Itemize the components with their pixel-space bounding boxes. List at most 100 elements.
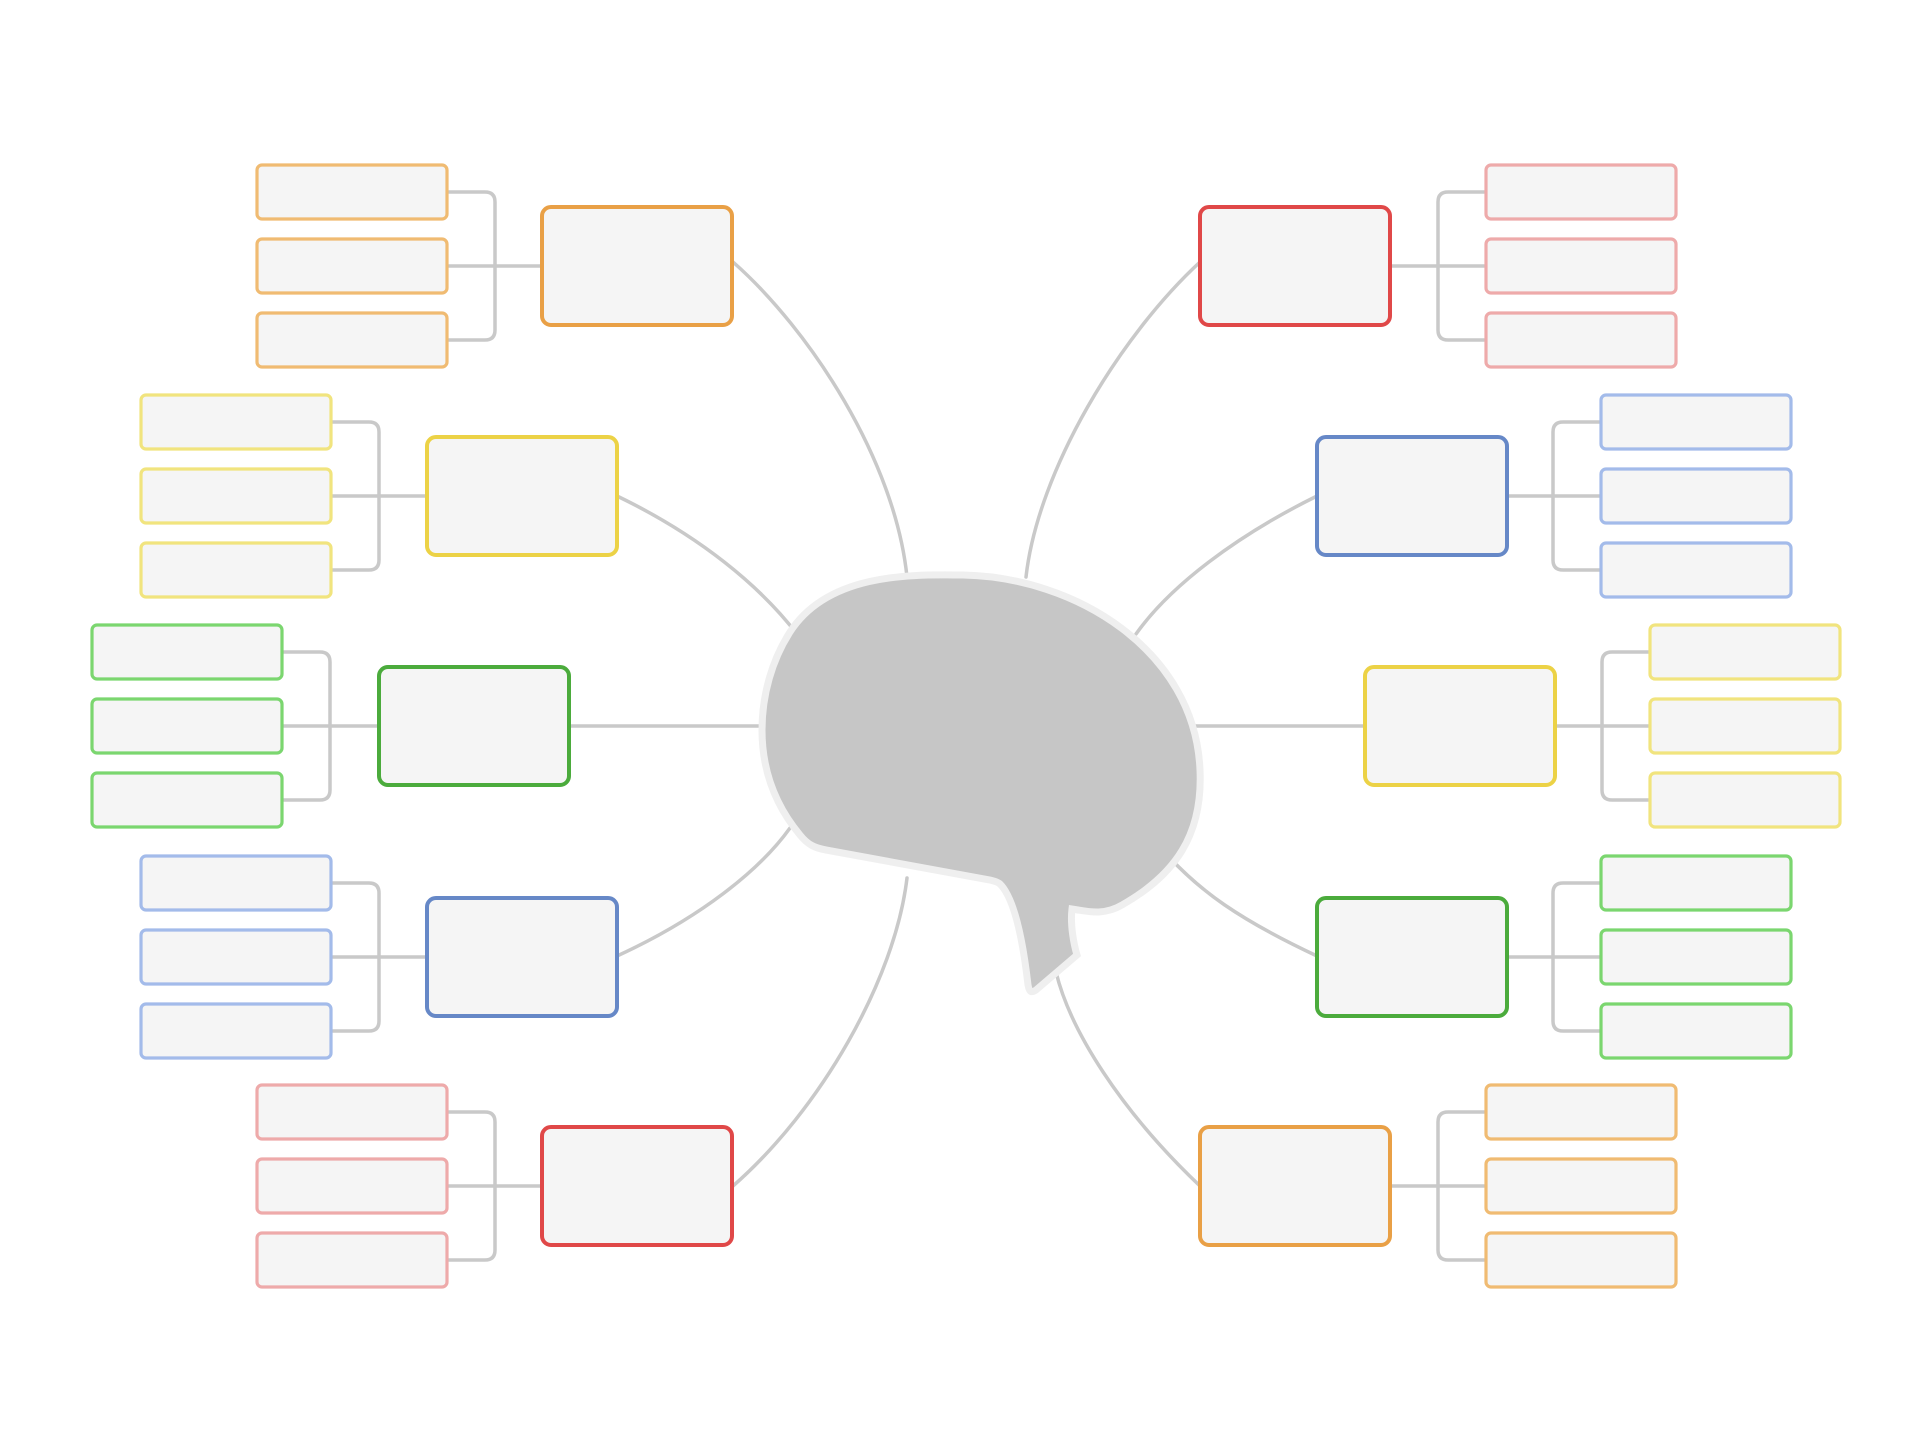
subtopic-node-top-right-3[interactable] <box>1484 311 1678 369</box>
branch-connector-bottom-right <box>1054 970 1202 1188</box>
branch-connector-bottom-left <box>731 876 909 1188</box>
subtopic-node-upper-left-1[interactable] <box>139 393 333 451</box>
subtopic-node-bottom-right-1[interactable] <box>1484 1083 1678 1141</box>
subtopic-node-bottom-left-3[interactable] <box>255 1231 449 1289</box>
subtopic-node-bottom-right-2[interactable] <box>1484 1157 1678 1215</box>
branch-connector-upper-left <box>615 494 799 636</box>
subtopic-node-lower-left-2[interactable] <box>139 928 333 986</box>
subtopic-box[interactable] <box>139 1002 333 1060</box>
subtopic-node-lower-left-1[interactable] <box>139 854 333 912</box>
topic-box[interactable] <box>377 665 571 787</box>
subtopic-box[interactable] <box>1599 854 1793 912</box>
subtopic-node-upper-left-3[interactable] <box>139 541 333 599</box>
topic-box[interactable] <box>1315 896 1509 1018</box>
subtopic-bracket-lower-right <box>1505 881 1603 1033</box>
subtopic-node-upper-right-1[interactable] <box>1599 393 1793 451</box>
topic-box[interactable] <box>1198 205 1392 327</box>
subtopic-box[interactable] <box>1599 928 1793 986</box>
topic-node-bottom-right[interactable] <box>1198 1125 1392 1247</box>
subtopic-box[interactable] <box>1648 697 1842 755</box>
topic-box[interactable] <box>540 1125 734 1247</box>
subtopic-box[interactable] <box>139 393 333 451</box>
topic-node-middle-right[interactable] <box>1363 665 1557 787</box>
subtopic-bracket-bottom-right <box>1388 1110 1488 1262</box>
subtopic-box[interactable] <box>255 311 449 369</box>
subtopic-node-bottom-left-1[interactable] <box>255 1083 449 1141</box>
subtopic-box[interactable] <box>90 697 284 755</box>
topic-box[interactable] <box>425 896 619 1018</box>
subtopic-box[interactable] <box>1484 163 1678 221</box>
subtopic-node-top-left-2[interactable] <box>255 237 449 295</box>
subtopic-node-upper-right-2[interactable] <box>1599 467 1793 525</box>
subtopic-box[interactable] <box>255 1083 449 1141</box>
topic-box[interactable] <box>1198 1125 1392 1247</box>
subtopic-node-top-right-2[interactable] <box>1484 237 1678 295</box>
subtopic-box[interactable] <box>1599 541 1793 599</box>
subtopic-box[interactable] <box>1599 1002 1793 1060</box>
subtopic-box[interactable] <box>1599 393 1793 451</box>
subtopic-node-top-right-1[interactable] <box>1484 163 1678 221</box>
subtopic-node-lower-right-2[interactable] <box>1599 928 1793 986</box>
subtopic-node-lower-left-3[interactable] <box>139 1002 333 1060</box>
subtopic-box[interactable] <box>139 928 333 986</box>
topic-box[interactable] <box>425 435 619 557</box>
subtopic-node-lower-right-3[interactable] <box>1599 1002 1793 1060</box>
subtopic-node-bottom-left-2[interactable] <box>255 1157 449 1215</box>
subtopic-box[interactable] <box>1599 467 1793 525</box>
topic-node-top-right[interactable] <box>1198 205 1392 327</box>
topic-node-bottom-left[interactable] <box>540 1125 734 1247</box>
subtopic-node-middle-right-1[interactable] <box>1648 623 1842 681</box>
subtopic-node-lower-right-1[interactable] <box>1599 854 1793 912</box>
subtopic-bracket-middle-right <box>1553 650 1652 802</box>
topic-box[interactable] <box>1363 665 1557 787</box>
subtopic-box[interactable] <box>139 467 333 525</box>
subtopic-box[interactable] <box>1648 623 1842 681</box>
topic-node-lower-left[interactable] <box>425 896 619 1018</box>
subtopic-node-top-left-3[interactable] <box>255 311 449 369</box>
subtopic-box[interactable] <box>90 623 284 681</box>
branch-connector-top-left <box>731 260 909 579</box>
subtopic-node-middle-left-3[interactable] <box>90 771 284 829</box>
branch-connector-lower-left <box>615 826 792 958</box>
subtopic-box[interactable] <box>255 237 449 295</box>
subtopic-node-upper-left-2[interactable] <box>139 467 333 525</box>
subtopic-node-middle-right-3[interactable] <box>1648 771 1842 829</box>
topic-node-lower-right[interactable] <box>1315 896 1509 1018</box>
subtopic-bracket-upper-left <box>329 420 429 572</box>
subtopic-box[interactable] <box>1648 771 1842 829</box>
subtopic-node-middle-left-1[interactable] <box>90 623 284 681</box>
central-topic[interactable] <box>758 571 1204 996</box>
topic-nodes <box>90 163 1842 1289</box>
subtopic-bracket-lower-left <box>329 881 429 1033</box>
topic-node-top-left[interactable] <box>540 205 734 327</box>
topic-box[interactable] <box>540 205 734 327</box>
subtopic-node-top-left-1[interactable] <box>255 163 449 221</box>
subtopic-box[interactable] <box>139 541 333 599</box>
central-speech-bubble[interactable] <box>758 571 1204 996</box>
subtopic-box[interactable] <box>1484 237 1678 295</box>
subtopic-node-upper-right-3[interactable] <box>1599 541 1793 599</box>
subtopic-bracket-bottom-left <box>445 1110 544 1262</box>
subtopic-box[interactable] <box>1484 311 1678 369</box>
topic-node-upper-left[interactable] <box>425 435 619 557</box>
subtopic-box[interactable] <box>255 1231 449 1289</box>
subtopic-box[interactable] <box>139 854 333 912</box>
subtopic-box[interactable] <box>255 163 449 221</box>
subtopic-box[interactable] <box>90 771 284 829</box>
connector-lines <box>280 190 1652 1262</box>
subtopic-box[interactable] <box>1484 1231 1678 1289</box>
topic-node-upper-right[interactable] <box>1315 435 1509 557</box>
subtopic-node-middle-right-2[interactable] <box>1648 697 1842 755</box>
topic-node-middle-left[interactable] <box>377 665 571 787</box>
subtopic-node-middle-left-2[interactable] <box>90 697 284 755</box>
subtopic-node-bottom-right-3[interactable] <box>1484 1231 1678 1289</box>
subtopic-bracket-top-left <box>445 190 544 342</box>
subtopic-box[interactable] <box>1484 1083 1678 1141</box>
branch-connector-top-right <box>1024 260 1202 579</box>
branch-connector-upper-right <box>1134 494 1319 636</box>
branch-connector-lower-right <box>1168 856 1319 958</box>
subtopic-box[interactable] <box>1484 1157 1678 1215</box>
topic-box[interactable] <box>1315 435 1509 557</box>
subtopic-box[interactable] <box>255 1157 449 1215</box>
